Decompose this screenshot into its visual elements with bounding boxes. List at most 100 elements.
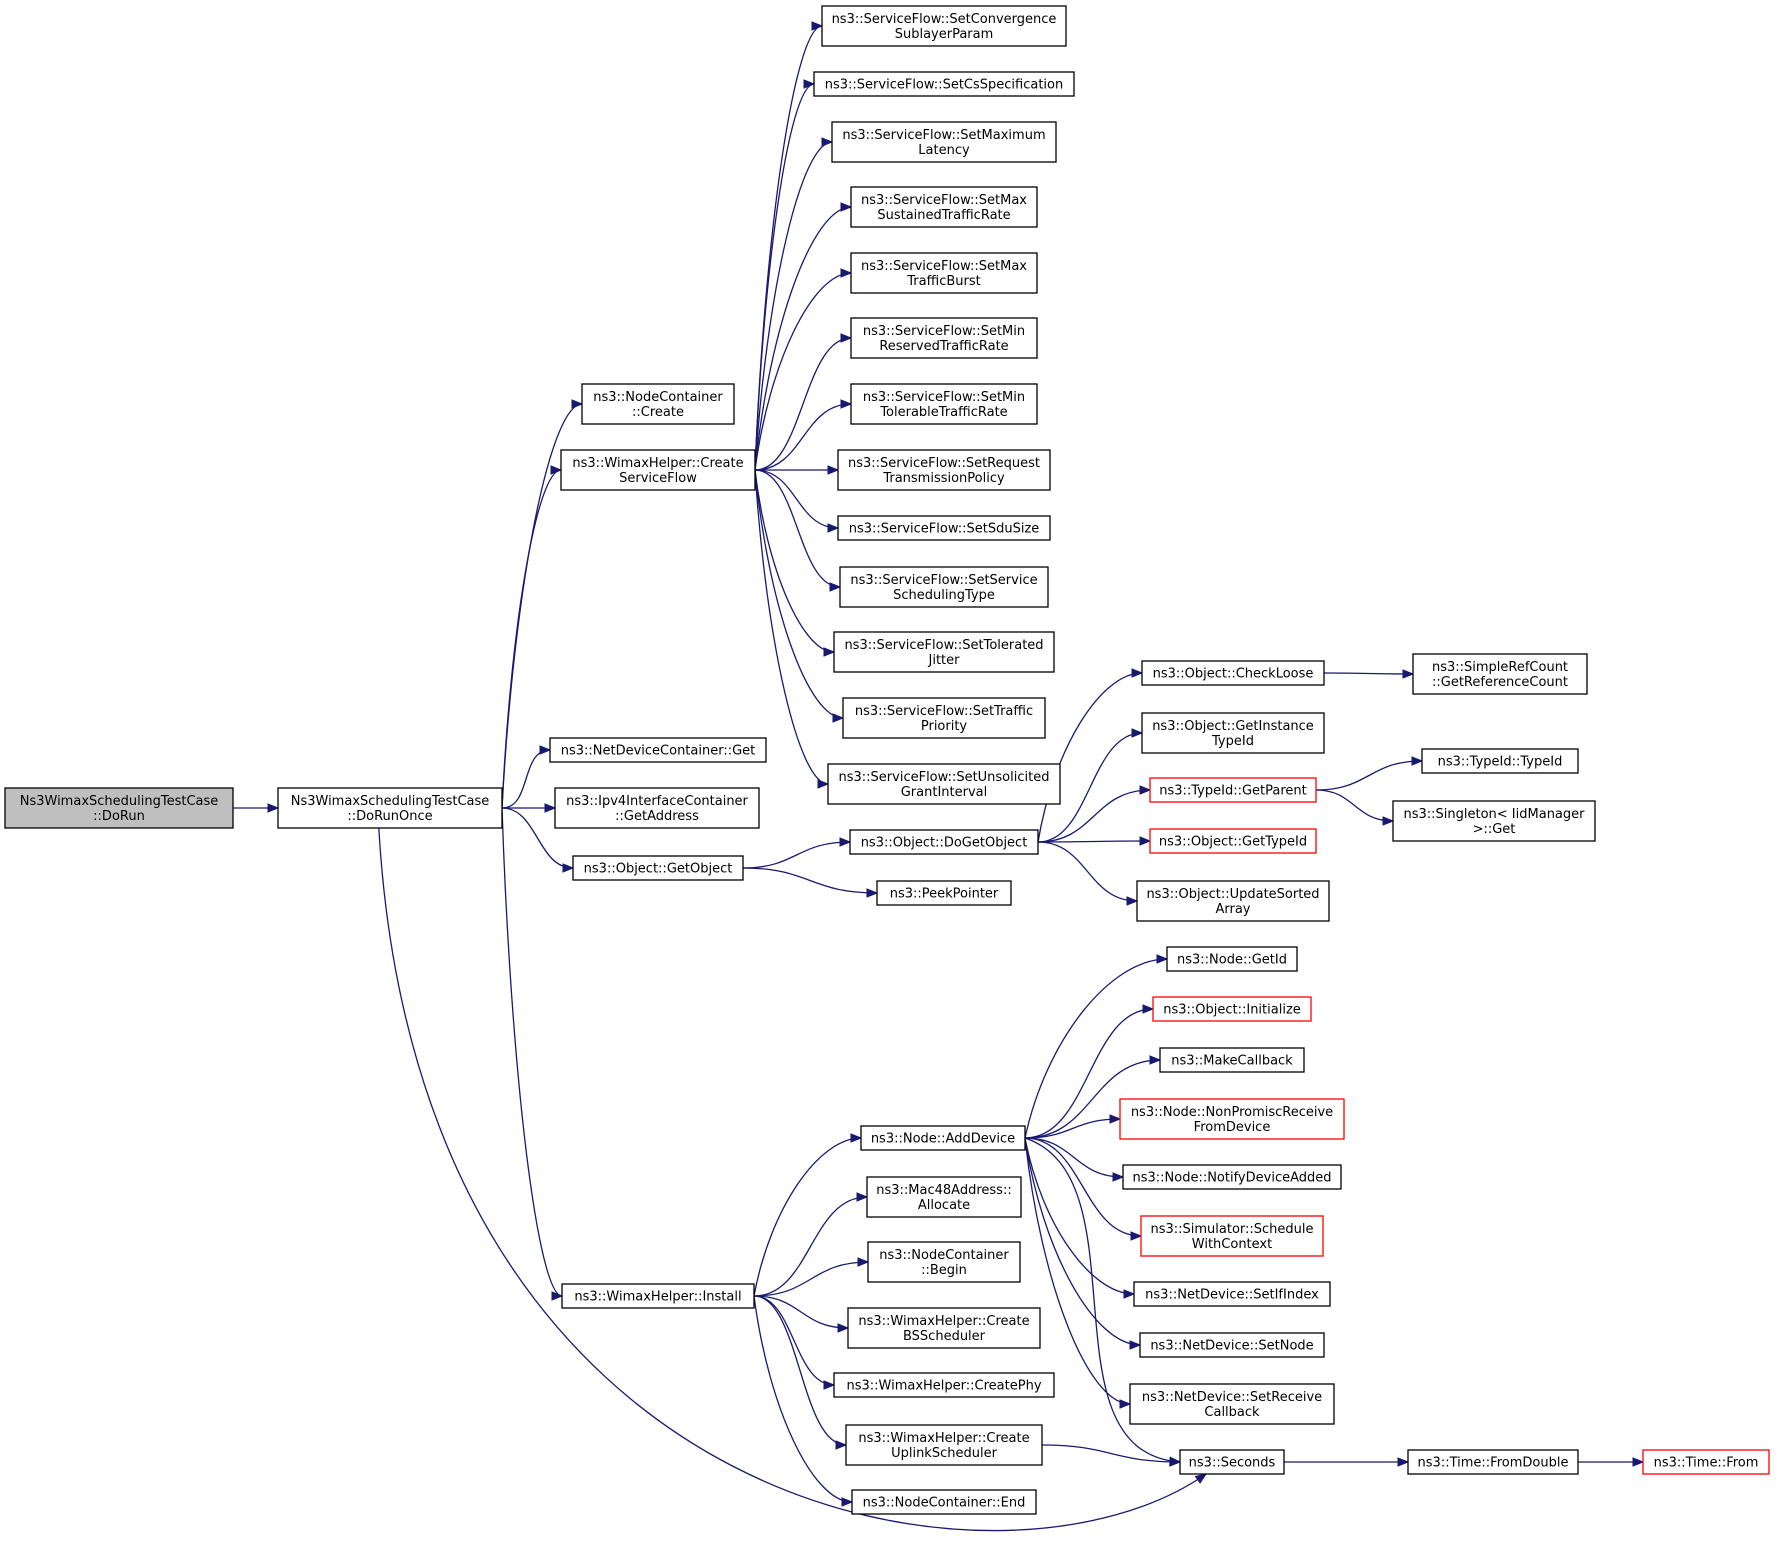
node-box[interactable]	[1141, 712, 1325, 754]
node-dorun[interactable]: Ns3WimaxSchedulingTestCase::DoRun	[4, 787, 234, 829]
node-box[interactable]	[1407, 1449, 1579, 1475]
node-box[interactable]	[572, 855, 744, 881]
node-box[interactable]	[866, 1176, 1022, 1218]
node-box[interactable]	[1412, 653, 1588, 695]
node-box[interactable]	[827, 763, 1061, 805]
node-obj-dogetobject[interactable]: ns3::Object::DoGetObject	[849, 829, 1039, 855]
node-nc-create[interactable]: ns3::NodeContainer::Create	[581, 383, 735, 425]
node-box[interactable]	[1129, 1383, 1335, 1425]
node-box[interactable]	[849, 829, 1039, 855]
node-box[interactable]	[833, 1372, 1055, 1398]
node-box[interactable]	[277, 787, 503, 829]
node-obj-gettypeid[interactable]: ns3::Object::GetTypeId	[1149, 828, 1317, 854]
node-box[interactable]	[851, 1489, 1037, 1515]
node-box[interactable]	[850, 186, 1038, 228]
node-box[interactable]	[831, 121, 1057, 163]
node-doruntonce[interactable]: Ns3WimaxSchedulingTestCase::DoRunOnce	[277, 787, 503, 829]
node-typeid-typeid[interactable]: ns3::TypeId::TypeId	[1421, 748, 1579, 774]
node-obj-checkloose[interactable]: ns3::Object::CheckLoose	[1141, 660, 1325, 686]
node-srefcount[interactable]: ns3::SimpleRefCount::GetReferenceCount	[1412, 653, 1588, 695]
node-box[interactable]	[561, 1283, 755, 1309]
node-sf-minres[interactable]: ns3::ServiceFlow::SetMinReservedTrafficR…	[850, 317, 1038, 359]
node-wh-createphy[interactable]: ns3::WimaxHelper::CreatePhy	[833, 1372, 1055, 1398]
node-node-notify[interactable]: ns3::Node::NotifyDeviceAdded	[1122, 1164, 1342, 1190]
node-sf-mintol[interactable]: ns3::ServiceFlow::SetMinTolerableTraffic…	[850, 383, 1038, 425]
node-box[interactable]	[847, 1307, 1041, 1349]
node-box[interactable]	[1642, 1449, 1770, 1475]
node-box[interactable]	[837, 449, 1051, 491]
node-box[interactable]	[554, 787, 760, 829]
node-box[interactable]	[833, 631, 1055, 673]
node-box[interactable]	[1139, 1332, 1325, 1358]
node-obj-getobject[interactable]: ns3::Object::GetObject	[572, 855, 744, 881]
node-peekpointer[interactable]: ns3::PeekPointer	[876, 880, 1012, 906]
node-nd-setnode[interactable]: ns3::NetDevice::SetNode	[1139, 1332, 1325, 1358]
node-node-adddevice[interactable]: ns3::Node::AddDevice	[860, 1125, 1026, 1151]
node-box[interactable]	[837, 515, 1051, 541]
node-box[interactable]	[850, 383, 1038, 425]
node-wh-install[interactable]: ns3::WimaxHelper::Install	[561, 1283, 755, 1309]
node-makecallback[interactable]: ns3::MakeCallback	[1159, 1047, 1305, 1073]
node-box[interactable]	[1152, 996, 1312, 1022]
node-ipv4-getaddr[interactable]: ns3::Ipv4InterfaceContainer::GetAddress	[554, 787, 760, 829]
node-box[interactable]	[1179, 1449, 1285, 1475]
node-box[interactable]	[1140, 1215, 1324, 1257]
node-box[interactable]	[1122, 1164, 1342, 1190]
node-box[interactable]	[839, 566, 1049, 608]
node-box[interactable]	[4, 787, 234, 829]
node-box[interactable]	[1159, 1047, 1305, 1073]
node-box[interactable]	[850, 317, 1038, 359]
node-box[interactable]	[1392, 800, 1596, 842]
node-box[interactable]	[845, 1424, 1043, 1466]
node-nc-begin[interactable]: ns3::NodeContainer::Begin	[867, 1241, 1021, 1283]
node-box[interactable]	[1136, 880, 1330, 922]
node-seconds[interactable]: ns3::Seconds	[1179, 1449, 1285, 1475]
node-box[interactable]	[549, 737, 767, 763]
node-node-getid[interactable]: ns3::Node::GetId	[1166, 946, 1298, 972]
node-box[interactable]	[850, 252, 1038, 294]
node-typeid-getparent[interactable]: ns3::TypeId::GetParent	[1149, 777, 1317, 803]
node-box[interactable]	[860, 1125, 1026, 1151]
node-box[interactable]	[867, 1241, 1021, 1283]
node-box[interactable]	[1149, 828, 1317, 854]
node-box[interactable]	[821, 5, 1067, 47]
node-box[interactable]	[813, 71, 1075, 97]
node-time-from[interactable]: ns3::Time::From	[1642, 1449, 1770, 1475]
node-sf-sdu[interactable]: ns3::ServiceFlow::SetSduSize	[837, 515, 1051, 541]
node-box[interactable]	[1119, 1098, 1345, 1140]
node-sf-unsol[interactable]: ns3::ServiceFlow::SetUnsolicitedGrantInt…	[827, 763, 1061, 805]
node-box[interactable]	[842, 697, 1046, 739]
node-nc-end[interactable]: ns3::NodeContainer::End	[851, 1489, 1037, 1515]
node-obj-init[interactable]: ns3::Object::Initialize	[1152, 996, 1312, 1022]
node-box[interactable]	[560, 449, 756, 491]
node-sf-sched[interactable]: ns3::ServiceFlow::SetServiceSchedulingTy…	[839, 566, 1049, 608]
node-box[interactable]	[1166, 946, 1298, 972]
node-sf-conv[interactable]: ns3::ServiceFlow::SetConvergenceSublayer…	[821, 5, 1067, 47]
node-box[interactable]	[1133, 1281, 1331, 1307]
node-mac48-alloc[interactable]: ns3::Mac48Address::Allocate	[866, 1176, 1022, 1218]
node-singleton-get[interactable]: ns3::Singleton< IidManager >::Get	[1392, 800, 1596, 842]
node-sf-req[interactable]: ns3::ServiceFlow::SetRequestTransmission…	[837, 449, 1051, 491]
node-sf-maxsus[interactable]: ns3::ServiceFlow::SetMaxSustainedTraffic…	[850, 186, 1038, 228]
node-box[interactable]	[581, 383, 735, 425]
node-sf-cs[interactable]: ns3::ServiceFlow::SetCsSpecification	[813, 71, 1075, 97]
node-box[interactable]	[876, 880, 1012, 906]
node-box[interactable]	[1421, 748, 1579, 774]
node-time-fromdouble[interactable]: ns3::Time::FromDouble	[1407, 1449, 1579, 1475]
node-ndc-get[interactable]: ns3::NetDeviceContainer::Get	[549, 737, 767, 763]
node-box[interactable]	[1149, 777, 1317, 803]
node-nd-setifindex[interactable]: ns3::NetDevice::SetIfIndex	[1133, 1281, 1331, 1307]
node-box[interactable]	[1141, 660, 1325, 686]
